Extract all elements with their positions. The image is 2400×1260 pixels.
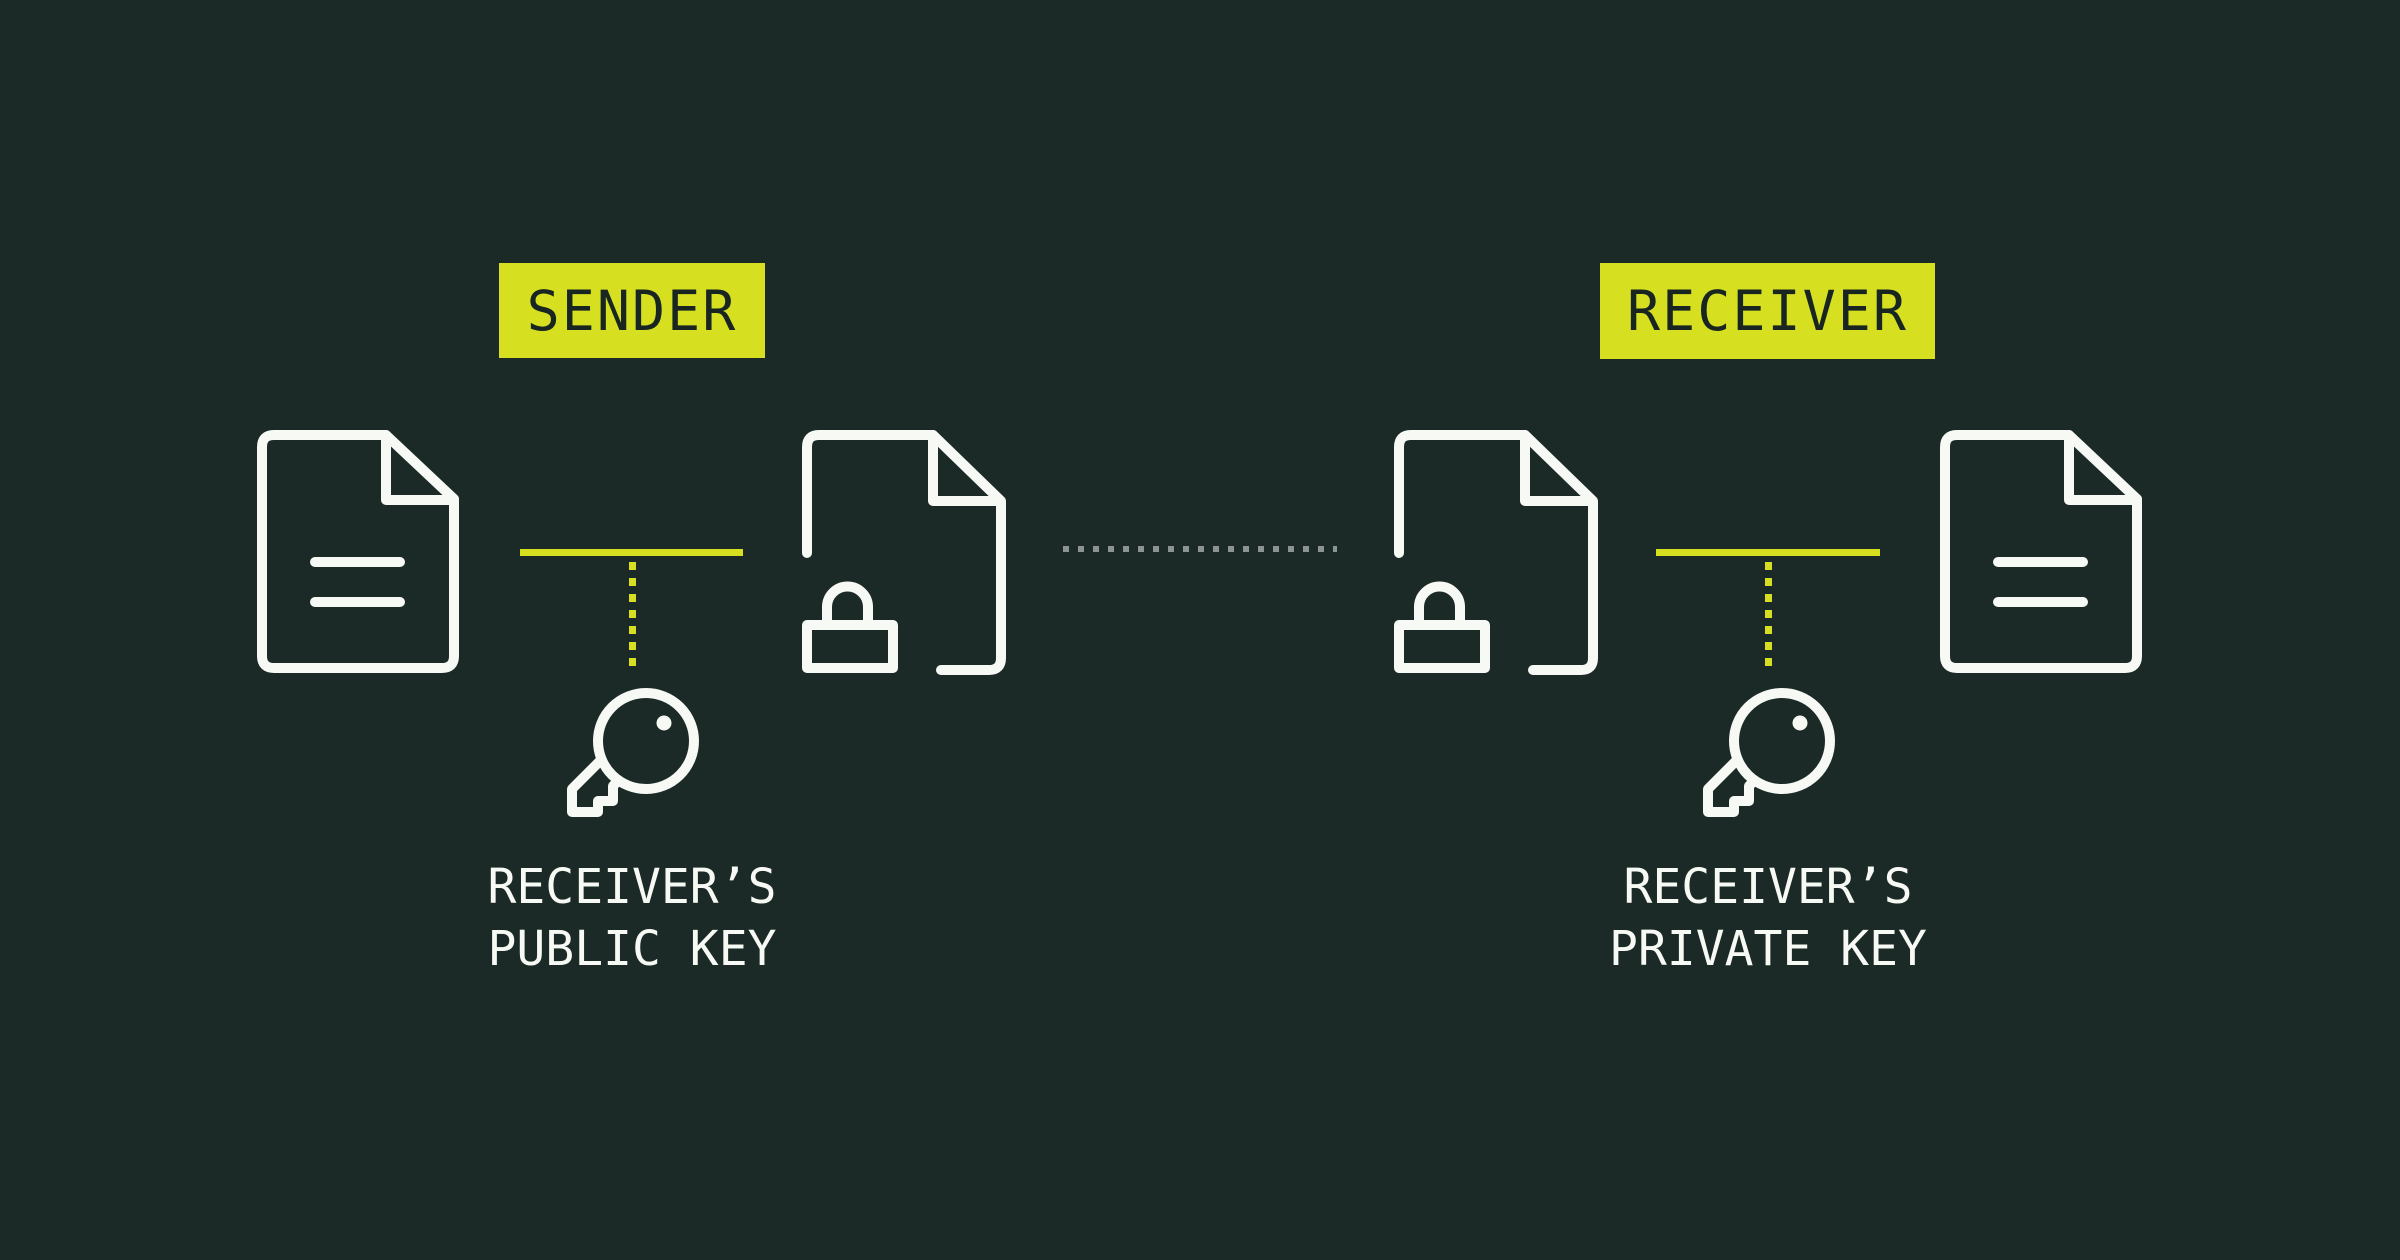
transmission-dotted-line	[1063, 546, 1337, 552]
document-icon	[1940, 430, 2142, 673]
decryption-connector-line	[1656, 549, 1880, 556]
document-icon	[257, 430, 459, 673]
public-key-caption: RECEIVER’S PUBLIC KEY	[332, 856, 932, 980]
public-key-icon	[567, 688, 699, 817]
sender-badge: SENDER	[499, 263, 765, 358]
private-key-caption: RECEIVER’S PRIVATE KEY	[1468, 856, 2068, 980]
public-key-caption-line2: PUBLIC KEY	[487, 921, 777, 977]
private-key-caption-line2: PRIVATE KEY	[1609, 921, 1927, 977]
encrypted-document-icon	[1394, 430, 1598, 675]
key-pointer-dashed-line	[629, 562, 636, 668]
receiver-badge: RECEIVER	[1600, 263, 1935, 359]
encryption-connector-line	[520, 549, 743, 556]
private-key-caption-line1: RECEIVER’S	[1623, 859, 1913, 915]
encrypted-document-icon	[802, 430, 1006, 675]
public-key-caption-line1: RECEIVER’S	[487, 859, 777, 915]
key-pointer-dashed-line	[1765, 562, 1772, 668]
private-key-icon	[1703, 688, 1835, 817]
